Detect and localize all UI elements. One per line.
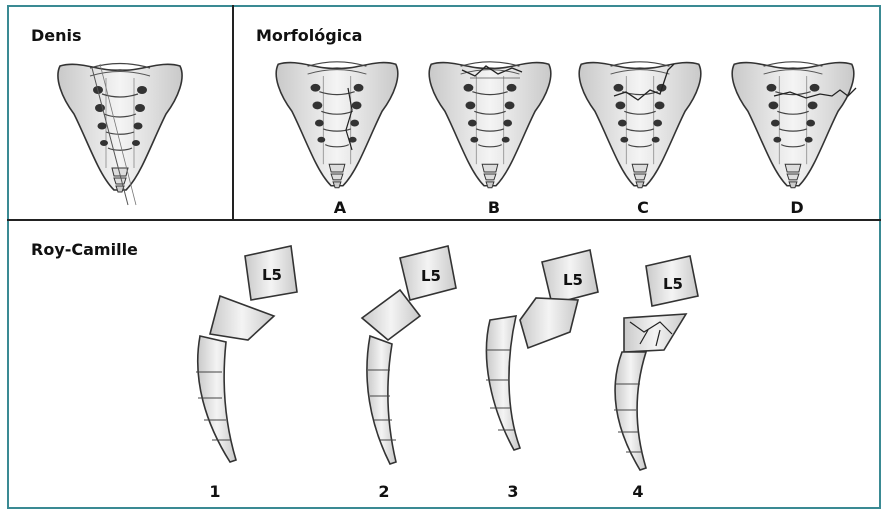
morfologica-sacrum-a [276, 62, 398, 188]
roy-camille-2-illustration: L5 [362, 246, 456, 464]
l5-label-3: L5 [563, 271, 583, 289]
denis-sacrum-illustration [58, 64, 182, 206]
morfologica-sacrum-c [579, 62, 701, 188]
morfologica-sacrum-d [732, 62, 856, 188]
l5-label-4: L5 [663, 275, 683, 293]
roy-camille-3-illustration: L5 [486, 250, 598, 450]
morfologica-sacrum-b [429, 62, 551, 188]
l5-label-1: L5 [262, 266, 282, 284]
l5-label-2: L5 [421, 267, 441, 285]
roy-camille-4-illustration: L5 [614, 256, 698, 470]
roy-camille-1-illustration: L5 [196, 246, 297, 462]
